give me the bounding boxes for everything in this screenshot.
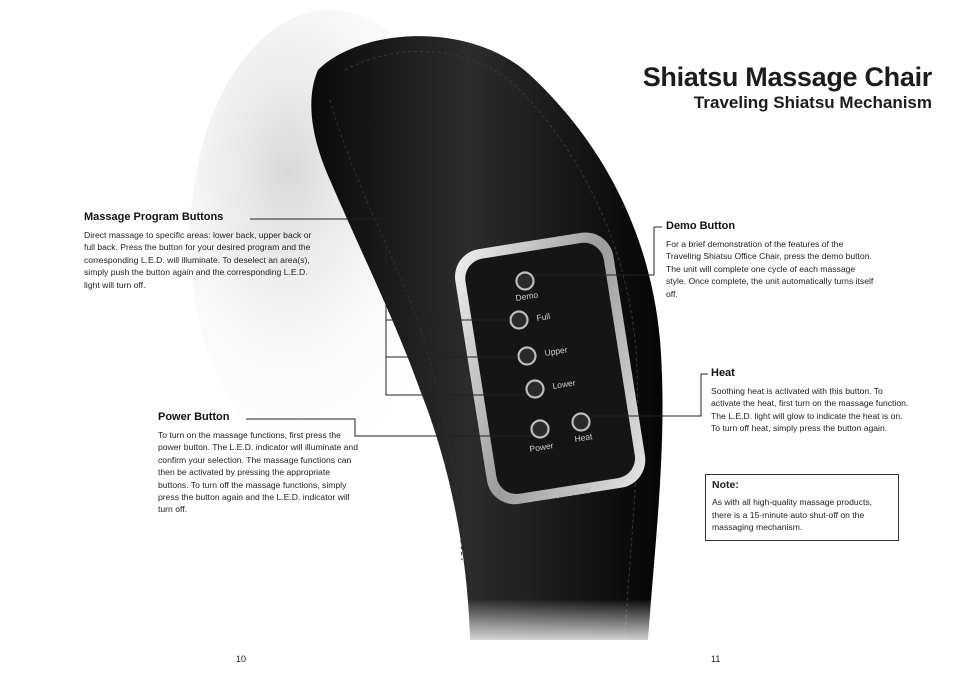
heat-text: Soothing heat is activated with this but…	[711, 386, 909, 434]
demo-callout: Demo Button For a brief demonstration of…	[666, 220, 876, 300]
heat-callout: Heat Soothing heat is activated with thi…	[711, 367, 911, 435]
page-number-left: 10	[236, 654, 247, 664]
page-subtitle: Traveling Shiatsu Mechanism	[693, 93, 932, 112]
power-led-button[interactable]	[530, 419, 550, 439]
massage-program-callout: Massage Program Buttons Direct massage t…	[84, 211, 320, 291]
leader-demo	[534, 226, 662, 276]
power-callout: Power Button To turn on the massage func…	[158, 411, 358, 516]
power-button-label: Power	[529, 440, 555, 454]
demo-led-button[interactable]	[515, 271, 535, 291]
demo-button-label: Demo	[515, 290, 539, 303]
leader-power	[246, 418, 531, 437]
page-number-right: 11	[711, 654, 721, 664]
leader-heat	[590, 373, 708, 417]
power-heading: Power Button	[158, 411, 230, 423]
lower-led-button[interactable]	[525, 379, 545, 399]
heat-button-label: Heat	[574, 431, 594, 444]
page-title: Shiatsu Massage Chair	[642, 62, 933, 92]
power-text: To turn on the massage functions, first …	[158, 430, 358, 515]
heat-heading: Heat	[711, 367, 735, 379]
upper-led-button[interactable]	[517, 346, 537, 366]
note-text: As with all high-quality massage product…	[712, 497, 873, 533]
lower-button-label: Lower	[552, 377, 577, 391]
note-heading: Note:	[712, 479, 739, 491]
massage-program-heading: Massage Program Buttons	[84, 211, 224, 223]
full-button-label: Full	[536, 311, 551, 323]
note-box: Note: As with all high-quality massage p…	[705, 474, 899, 541]
massage-program-text: Direct massage to specific areas: lower …	[84, 230, 312, 290]
demo-text: For a brief demonstration of the feature…	[666, 239, 874, 299]
full-led-button[interactable]	[509, 310, 529, 330]
upper-button-label: Upper	[544, 344, 569, 358]
demo-heading: Demo Button	[666, 220, 736, 232]
heat-led-button[interactable]	[571, 412, 591, 432]
